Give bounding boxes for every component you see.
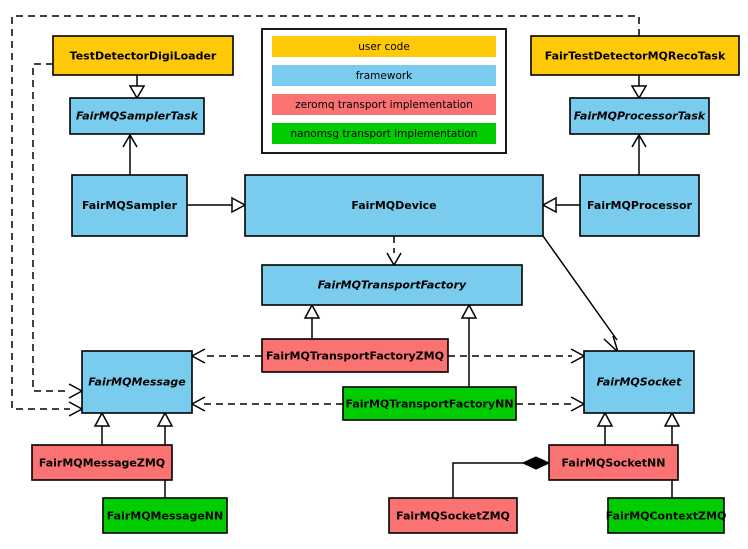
legend-swatch-zeromq	[272, 94, 496, 115]
legend-swatch-user-code	[272, 36, 496, 57]
node-fair-mq-socket-nn[interactable]: FairMQContextZMQ	[606, 497, 727, 534]
edge-device-to-transportfactory	[386, 236, 402, 267]
node-fair-mq-device[interactable]: FairMQDevice	[244, 174, 544, 237]
node-fair-mq-message-nn[interactable]: FairMQMessageNN	[102, 497, 228, 534]
edge-socketzmq-to-socket	[596, 411, 614, 445]
node-label: FairMQMessageZMQ	[39, 457, 165, 470]
node-fair-mq-transport-factory-zmq[interactable]: FairMQTransportFactoryZMQ	[261, 338, 449, 373]
legend-item-framework: framework	[272, 65, 496, 86]
legend-swatch-framework	[272, 65, 496, 86]
node-label: FairMQSamplerTask	[76, 110, 199, 123]
node-label: FairMQSocketNN	[562, 457, 666, 470]
edge-contextzmq-to-socketzmq	[452, 456, 551, 498]
edge-digiloader-to-samplertask	[128, 75, 146, 100]
node-label: TestDetectorDigiLoader	[70, 50, 217, 63]
node-box[interactable]	[388, 497, 518, 534]
edge-transportfactoryzmq-to-message	[190, 348, 262, 364]
node-box[interactable]	[583, 350, 695, 414]
edge-processor-to-processortask	[631, 133, 647, 175]
node-fair-mq-context-zmq[interactable]: FairMQSocketZMQ	[388, 497, 518, 534]
node-fair-mq-sampler-task[interactable]: FairMQSamplerTask	[69, 97, 205, 135]
node-fair-mq-message-zmq[interactable]: FairMQMessageZMQ	[31, 444, 173, 481]
node-fair-mq-sampler[interactable]: FairMQSampler	[71, 174, 188, 237]
node-box[interactable]	[579, 174, 700, 237]
node-label: FairTestDetectorMQRecoTask	[545, 50, 726, 63]
node-box[interactable]	[81, 350, 193, 414]
edge-sampler-to-device	[187, 196, 247, 214]
node-box[interactable]	[52, 35, 234, 76]
node-label: FairMQContextZMQ	[606, 510, 727, 523]
node-box[interactable]	[607, 497, 725, 534]
legend-item-user-code: user code	[272, 36, 496, 57]
node-fair-mq-processor[interactable]: FairMQProcessor	[579, 174, 700, 237]
node-box[interactable]	[71, 174, 188, 237]
node-label: FairMQTransportFactoryZMQ	[266, 350, 444, 363]
node-box[interactable]	[244, 174, 544, 237]
node-fair-test-detector-mq-reco-task[interactable]: FairTestDetectorMQRecoTask	[530, 35, 740, 76]
node-label: FairMQSocket	[597, 376, 683, 389]
node-box[interactable]	[261, 338, 449, 373]
legend-label: zeromq transport implementation	[295, 99, 473, 111]
node-fair-mq-socket-zmq[interactable]: FairMQSocketNN	[548, 444, 679, 481]
legend-swatch-nanomsg	[272, 123, 496, 144]
node-box[interactable]	[342, 386, 517, 421]
node-label: FairMQTransportFactory	[318, 279, 467, 292]
node-label: FairMQTransportFactoryNN	[345, 398, 513, 411]
node-fair-mq-transport-factory-nn[interactable]: FairMQTransportFactoryNN	[342, 386, 517, 421]
node-box[interactable]	[569, 97, 710, 135]
edge-messagezmq-to-message	[93, 411, 111, 445]
node-box[interactable]	[261, 264, 523, 306]
legend-label: framework	[356, 70, 413, 82]
node-box[interactable]	[69, 97, 205, 135]
node-fair-mq-transport-factory[interactable]: FairMQTransportFactory	[261, 264, 523, 306]
edge-sampler-to-samplertask	[122, 133, 138, 175]
node-label: FairMQProcessor	[587, 199, 692, 212]
node-box[interactable]	[31, 444, 173, 481]
edge-transportfactorynn-to-transportfactory	[460, 303, 478, 387]
node-fair-mq-processor-task[interactable]: FairMQProcessorTask	[569, 97, 710, 135]
node-box[interactable]	[548, 444, 679, 481]
node-label: FairMQDevice	[351, 199, 436, 212]
edge-processor-to-device	[541, 196, 580, 214]
node-box[interactable]	[102, 497, 228, 534]
node-box[interactable]	[530, 35, 740, 76]
legend-item-nanomsg: nanomsg transport implementation	[272, 123, 496, 144]
node-fair-mq-socket[interactable]: FairMQSocket	[583, 350, 695, 414]
edge-device-to-socket	[542, 235, 620, 355]
node-fair-mq-message[interactable]: FairMQMessage	[81, 350, 193, 414]
legend-item-zeromq: zeromq transport implementation	[272, 94, 496, 115]
legend: user code framework zeromq transport imp…	[261, 28, 507, 154]
node-label: FairMQSocketZMQ	[396, 510, 510, 523]
edge-recotask-to-processortask	[630, 75, 648, 100]
node-layer: TestDetectorDigiLoader FairTestDetectorM…	[31, 35, 740, 534]
node-test-detector-digi-loader[interactable]: TestDetectorDigiLoader	[52, 35, 234, 76]
node-label: FairMQMessageNN	[107, 510, 223, 523]
edge-transportfactorynn-to-message	[190, 396, 343, 412]
edge-transportfactoryzmq-to-transportfactory	[303, 303, 321, 339]
node-label: FairMQSampler	[82, 199, 178, 212]
edge-transportfactorynn-to-socket	[516, 396, 586, 412]
legend-label: nanomsg transport implementation	[291, 128, 478, 140]
node-label: FairMQMessage	[88, 376, 186, 389]
node-label: FairMQProcessorTask	[574, 110, 706, 123]
legend-label: user code	[358, 41, 410, 53]
